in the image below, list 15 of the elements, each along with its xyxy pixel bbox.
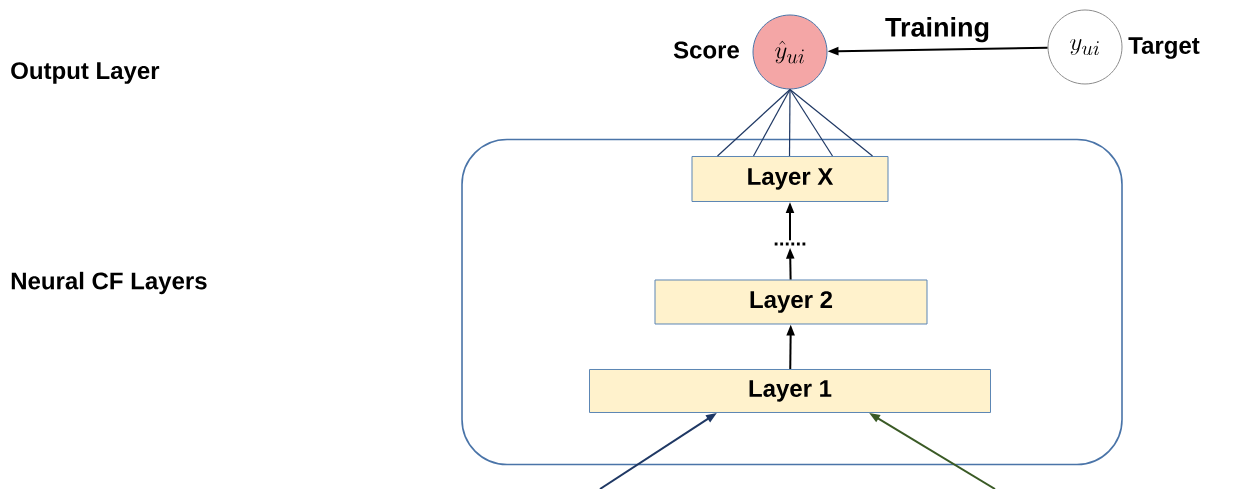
connector-line <box>789 88 834 157</box>
layer-label: Neural CF Layers <box>11 271 207 295</box>
connector-line <box>788 88 791 157</box>
layer-box: Layer 1 <box>589 369 991 413</box>
connector-line <box>716 88 791 157</box>
connector-line <box>752 88 791 157</box>
layer-box: Layer X <box>691 156 889 202</box>
side-label: Score <box>673 41 739 59</box>
layer-label: Output Layer <box>11 62 160 84</box>
side-label: Target <box>1128 37 1200 59</box>
layer-box: Layer 2 <box>654 279 928 325</box>
group-frame <box>461 138 1123 466</box>
ellipsis: ...... <box>774 242 806 246</box>
connector-line <box>789 88 874 157</box>
edge-label: Training <box>884 16 991 44</box>
